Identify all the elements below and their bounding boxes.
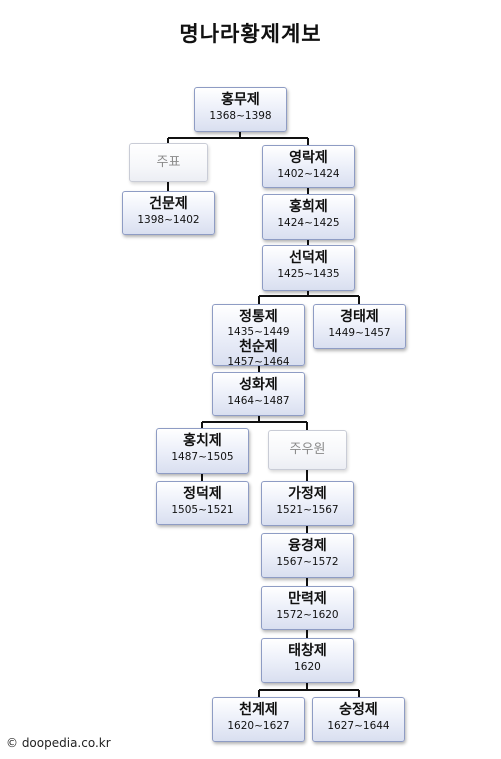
node-years: 1521~1567	[276, 504, 339, 516]
node-name: 홍치제	[183, 433, 222, 449]
node-longqing: 융경제 1567~1572	[261, 533, 354, 578]
node-years: 1567~1572	[276, 556, 339, 568]
node-years-second: 1457~1464	[227, 356, 290, 368]
node-years: 1449~1457	[328, 327, 391, 339]
node-years: 1464~1487	[227, 395, 290, 407]
node-jiajing: 가정제 1521~1567	[261, 481, 354, 526]
node-yongle: 영락제 1402~1424	[262, 145, 355, 188]
node-hongzhi: 홍치제 1487~1505	[156, 428, 249, 474]
node-zhengde: 정덕제 1505~1521	[156, 481, 249, 525]
node-years: 1487~1505	[171, 451, 234, 463]
node-years: 1572~1620	[276, 609, 339, 621]
node-name: 건문제	[149, 196, 188, 212]
node-wanli: 만력제 1572~1620	[261, 586, 354, 630]
node-zhengtong-tianshun: 정통제 1435~1449 천순제 1457~1464	[212, 304, 305, 368]
node-xuande: 선덕제 1425~1435	[262, 245, 355, 291]
node-name: 선덕제	[289, 250, 328, 266]
node-name: 주표	[156, 155, 181, 170]
node-name-second: 천순제	[239, 339, 278, 355]
node-chenghua: 성화제 1464~1487	[212, 372, 305, 416]
node-years: 1620	[294, 661, 321, 673]
node-years: 1620~1627	[227, 720, 290, 732]
node-name: 천계제	[239, 702, 278, 718]
node-name: 만력제	[288, 591, 327, 607]
node-years: 1368~1398	[209, 110, 272, 122]
node-name: 경태제	[340, 309, 379, 325]
node-tianqi: 천계제 1620~1627	[212, 697, 305, 742]
node-hongwu: 홍무제 1368~1398	[194, 87, 287, 132]
node-years: 1435~1449	[227, 326, 290, 338]
node-name: 숭정제	[339, 702, 378, 718]
node-name: 홍무제	[221, 92, 260, 108]
node-name: 성화제	[239, 377, 278, 393]
node-jianwen: 건문제 1398~1402	[122, 191, 215, 235]
node-name: 홍희제	[289, 199, 328, 215]
node-name: 영락제	[289, 150, 328, 166]
node-name: 정덕제	[183, 486, 222, 502]
node-years: 1424~1425	[277, 217, 340, 229]
node-zhuyouyuan: 주우원	[268, 430, 347, 470]
page-title: 명나라황제계보	[179, 22, 322, 46]
node-taichang: 태창제 1620	[261, 638, 354, 683]
node-years: 1627~1644	[327, 720, 390, 732]
node-name: 융경제	[288, 538, 327, 554]
node-name: 가정제	[288, 486, 327, 502]
node-hongxi: 홍희제 1424~1425	[262, 194, 355, 240]
node-name: 정통제	[239, 309, 278, 325]
node-years: 1398~1402	[137, 214, 200, 226]
node-jingtai: 경태제 1449~1457	[313, 304, 406, 349]
node-name: 주우원	[289, 442, 326, 457]
copyright-notice: © doopedia.co.kr	[6, 736, 111, 750]
node-zhubiao: 주표	[129, 143, 208, 182]
node-years: 1402~1424	[277, 168, 340, 180]
node-chongzhen: 숭정제 1627~1644	[312, 697, 405, 742]
node-years: 1505~1521	[171, 504, 234, 516]
node-name: 태창제	[288, 643, 327, 659]
node-years: 1425~1435	[277, 268, 340, 280]
